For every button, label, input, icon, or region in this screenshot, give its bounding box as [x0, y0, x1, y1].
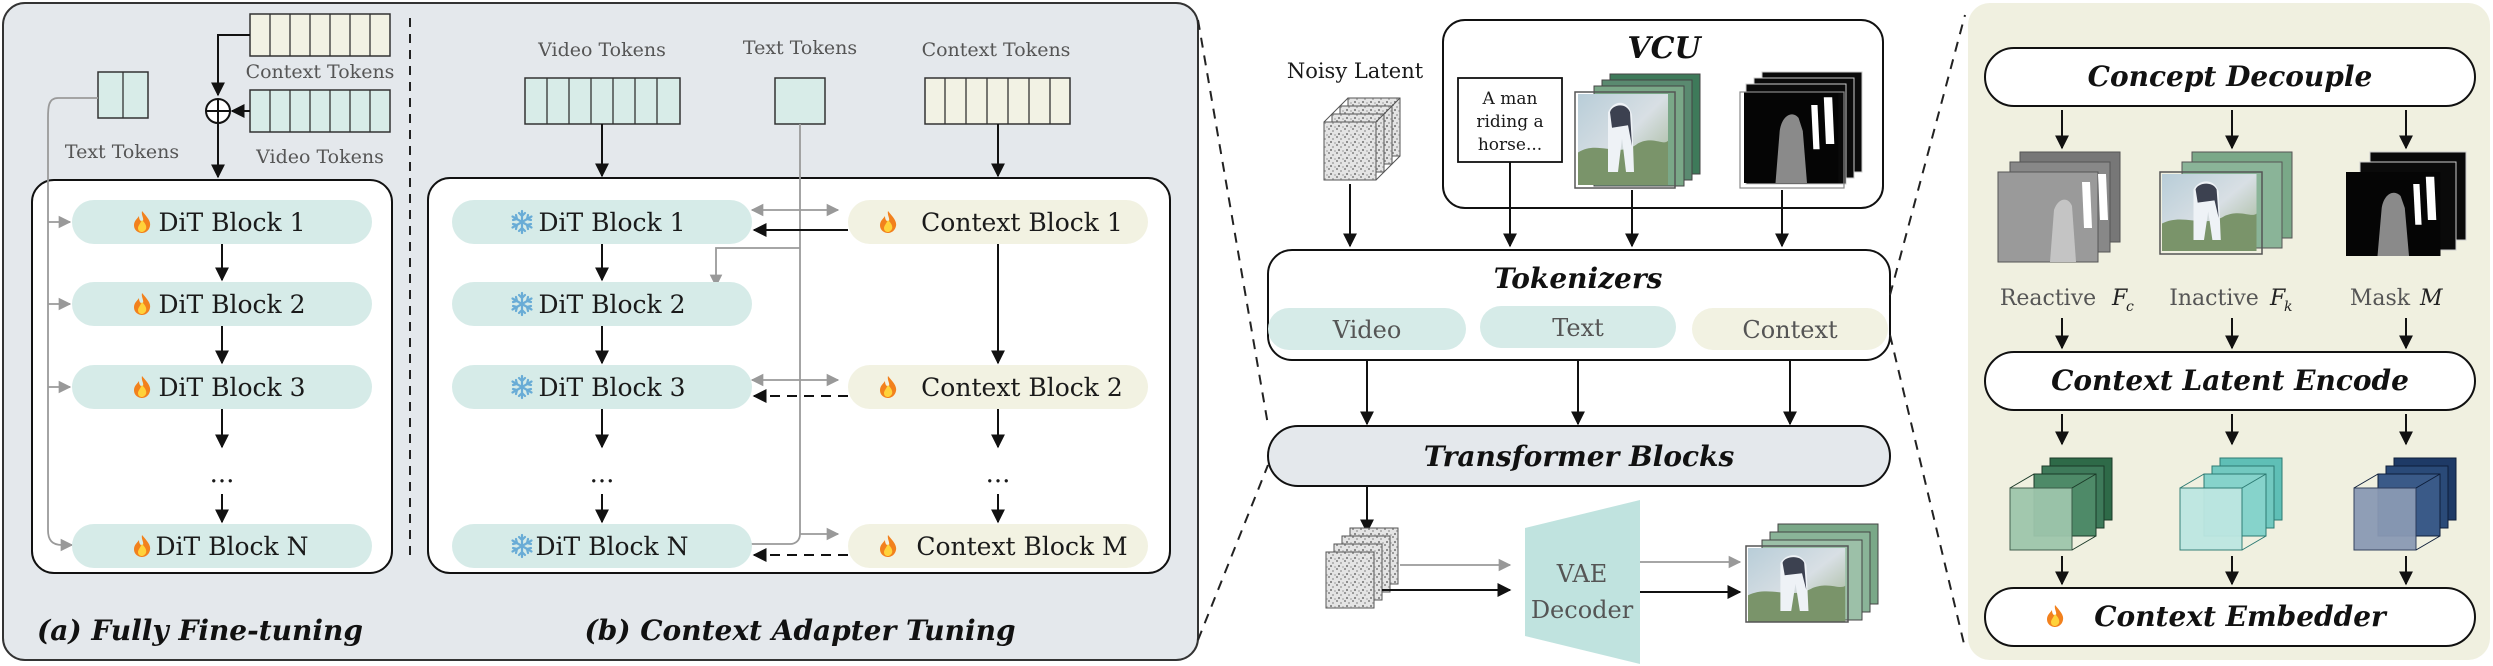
right-panel: Concept Decouple	[1968, 3, 2490, 660]
svg-text:Decoder: Decoder	[1531, 596, 1634, 624]
svg-text:F: F	[2269, 286, 2286, 311]
panel-b-caption: (b) Context Adapter Tuning	[584, 614, 1015, 647]
svg-text:Mask: Mask	[2350, 286, 2411, 311]
reactive-label: Reactive F c	[2000, 286, 2134, 315]
plus-circle-icon	[205, 98, 231, 124]
panel-a-dit-block-3: DiT Block 3	[72, 365, 372, 409]
panel-a-context-tokens-label: Context Tokens	[246, 61, 395, 83]
panel-a-video-tokens-label: Video Tokens	[255, 146, 384, 168]
inactive-frames	[2159, 151, 2293, 255]
svg-text:Text: Text	[1552, 314, 1604, 342]
panel-a-text-tokens	[97, 71, 149, 119]
vcu-frames	[1574, 73, 1701, 189]
svg-text:Context Latent Encode: Context Latent Encode	[2051, 364, 2409, 397]
panel-b-context-tokens-label: Context Tokens	[922, 39, 1071, 61]
tokenizer-video: Video	[1268, 308, 1466, 350]
panel-a-text-tokens-label: Text Tokens	[65, 141, 179, 163]
panel-b-dit-block-3-label: DiT Block 3	[538, 373, 685, 402]
concept-decouple: Concept Decouple	[1984, 47, 2476, 107]
panel-b-video-tokens	[524, 77, 681, 125]
panel-b-text-tokens-label: Text Tokens	[743, 37, 857, 59]
svg-text:Inactive: Inactive	[2169, 286, 2259, 311]
panel-a-dit-block-2: DiT Block 2	[72, 282, 372, 326]
panel-b-context-dots: ...	[986, 459, 1011, 489]
panel-b-dit-block-n: DiT Block N	[452, 524, 752, 568]
svg-text:A man: A man	[1482, 89, 1538, 109]
vcu-title: VCU	[1627, 31, 1702, 66]
noisy-latent-cube	[1323, 97, 1401, 181]
transformer-blocks: Transformer Blocks	[1267, 425, 1891, 487]
svg-text:Reactive: Reactive	[2000, 286, 2096, 311]
panel-b-context-block-2-label: Context Block 2	[921, 373, 1123, 402]
tokenizer-context: Context	[1692, 308, 1888, 350]
panel-b: Video Tokens Text Tokens Context Tokens	[427, 37, 1171, 647]
panel-a-dit-block-n: DiT Block N	[72, 524, 372, 568]
panel-b-dit-block-1-label: DiT Block 1	[538, 208, 685, 237]
panel-b-dit-block-2-label: DiT Block 2	[538, 290, 685, 319]
vcu-masks	[1739, 71, 1863, 189]
svg-text:riding a: riding a	[1476, 112, 1543, 132]
svg-text:Video: Video	[1332, 316, 1402, 344]
panel-b-context-block-1-label: Context Block 1	[921, 208, 1123, 237]
svg-text:Transformer Blocks: Transformer Blocks	[1424, 440, 1735, 473]
inactive-label: Inactive F k	[2169, 286, 2292, 315]
tokenizer-text: Text	[1480, 306, 1676, 348]
panel-a-context-tokens	[249, 13, 391, 57]
panel-a-dit-block-3-label: DiT Block 3	[158, 373, 305, 402]
svg-text:k: k	[2284, 299, 2292, 315]
panel-b-video-tokens-label: Video Tokens	[537, 39, 666, 61]
context-embedder: Context Embedder	[1984, 587, 2476, 647]
panel-a-dit-block-n-label: DiT Block N	[155, 532, 308, 561]
context-latent-encode: Context Latent Encode	[1984, 351, 2476, 411]
mask-frames	[2346, 151, 2467, 256]
svg-text:horse...: horse...	[1478, 135, 1542, 155]
panel-b-dit-block-2: DiT Block 2	[452, 282, 752, 326]
svg-text:Context Embedder: Context Embedder	[2094, 600, 2388, 633]
panel-a-caption: (a) Fully Fine-tuning	[37, 614, 363, 647]
panel-b-dit-block-3: DiT Block 3	[452, 365, 752, 409]
mask-label: Mask M	[2350, 286, 2443, 311]
reactive-frames	[1997, 151, 2121, 263]
svg-text:F: F	[2111, 286, 2128, 311]
panel-a-dit-block-2-label: DiT Block 2	[158, 290, 305, 319]
svg-text:Context: Context	[1742, 316, 1838, 344]
inactive-latent-cube	[2179, 457, 2283, 551]
panel-b-block-container	[427, 177, 1171, 574]
vcu-text-prompt: A man riding a horse...	[1457, 77, 1563, 163]
svg-text:VAE: VAE	[1556, 560, 1608, 588]
panel-a-dit-block-1: DiT Block 1	[72, 200, 372, 244]
output-frames	[1745, 523, 1879, 623]
panel-b-context-block-2: Context Block 2	[848, 365, 1148, 409]
reactive-latent-cube	[2009, 457, 2113, 551]
panel-b-context-block-m: Context Block M	[848, 524, 1148, 568]
svg-text:Concept Decouple: Concept Decouple	[2088, 60, 2373, 93]
panel-b-context-block-1: Context Block 1	[848, 200, 1148, 244]
panel-b-dit-dots: ...	[590, 459, 615, 489]
output-latent-cube	[1325, 527, 1399, 609]
mask-latent-cube	[2353, 457, 2457, 551]
svg-text:c: c	[2126, 299, 2134, 315]
tokenizers-title: Tokenizers	[1494, 262, 1663, 295]
panel-a-video-tokens	[249, 89, 391, 133]
panel-b-context-tokens	[924, 77, 1071, 125]
vae-decoder: VAE Decoder	[1525, 500, 1640, 664]
panel-a-dit-block-1-label: DiT Block 1	[158, 208, 305, 237]
panel-b-context-block-m-label: Context Block M	[916, 532, 1127, 561]
panel-a: Context Tokens Video Tokens Text Tokens	[31, 13, 395, 647]
panel-b-dit-block-n-label: DiT Block N	[535, 532, 688, 561]
panel-b-dit-block-1: DiT Block 1	[452, 200, 752, 244]
svg-text:M: M	[2419, 286, 2443, 311]
noisy-latent-label: Noisy Latent	[1287, 59, 1424, 83]
panel-a-dots: ...	[210, 459, 235, 489]
panel-b-text-tokens	[774, 77, 826, 125]
middle-pipeline: Noisy Latent VCU A man riding a horse...	[1267, 19, 1891, 664]
